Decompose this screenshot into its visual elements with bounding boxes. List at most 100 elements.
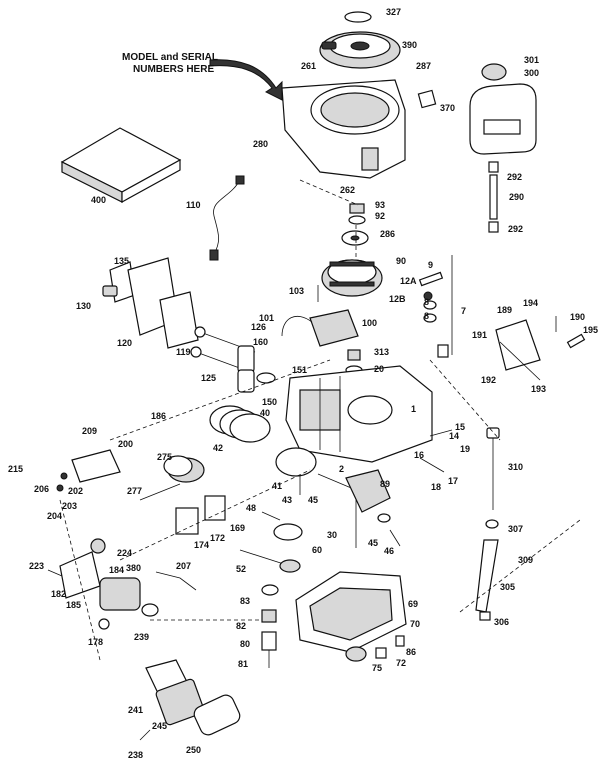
part-label: 83 — [240, 596, 250, 606]
part-label: 223 — [29, 561, 44, 571]
part-label: 151 — [292, 365, 307, 375]
part-label: 130 — [76, 301, 91, 311]
part-label: 292 — [508, 224, 523, 234]
part-label: 125 — [201, 373, 216, 383]
part-label: 42 — [213, 443, 223, 453]
part-label: 8 — [424, 297, 429, 307]
part-label: 93 — [375, 200, 385, 210]
part-label: 17 — [448, 476, 458, 486]
part-label: 194 — [523, 298, 538, 308]
part-label: 193 — [531, 384, 546, 394]
part-label: 150 — [262, 397, 277, 407]
part-label: 172 — [210, 533, 225, 543]
part-label: 307 — [508, 524, 523, 534]
part-label: 301 — [524, 55, 539, 65]
part-label: 135 — [114, 256, 129, 266]
part-label: 16 — [414, 450, 424, 460]
part-label: 100 — [362, 318, 377, 328]
part-label: 400 — [91, 195, 106, 205]
part-label: 46 — [384, 546, 394, 556]
part-label: 120 — [117, 338, 132, 348]
part-label: 200 — [118, 439, 133, 449]
part-label: 189 — [497, 305, 512, 315]
part-label: 45 — [308, 495, 318, 505]
part-label: 195 — [583, 325, 598, 335]
part-label: 204 — [47, 511, 62, 521]
part-label: 103 — [289, 286, 304, 296]
part-label: 203 — [62, 501, 77, 511]
part-label: 160 — [253, 337, 268, 347]
part-label: 215 — [8, 464, 23, 474]
part-label: 190 — [570, 312, 585, 322]
part-label: 184 — [109, 565, 124, 575]
part-label: 92 — [375, 211, 385, 221]
part-label: 250 — [186, 745, 201, 755]
part-label: 292 — [507, 172, 522, 182]
part-label: 15 — [455, 422, 465, 432]
part-label: 280 — [253, 139, 268, 149]
part-label: 277 — [127, 486, 142, 496]
part-label: 306 — [494, 617, 509, 627]
part-label: 380 — [126, 563, 141, 573]
part-label: 185 — [66, 600, 81, 610]
part-label: 90 — [396, 256, 406, 266]
part-label: 174 — [194, 540, 209, 550]
part-label: 327 — [386, 7, 401, 17]
part-label: 52 — [236, 564, 246, 574]
part-label: 262 — [340, 185, 355, 195]
part-label: 224 — [117, 548, 132, 558]
part-label: 86 — [406, 647, 416, 657]
part-label: 313 — [374, 347, 389, 357]
part-label: 206 — [34, 484, 49, 494]
part-label: 192 — [481, 375, 496, 385]
part-label: 287 — [416, 61, 431, 71]
part-label: 18 — [431, 482, 441, 492]
part-label: 300 — [524, 68, 539, 78]
part-label: 30 — [327, 530, 337, 540]
part-label: 45 — [368, 538, 378, 548]
part-label: 1 — [411, 404, 416, 414]
part-label: 169 — [230, 523, 245, 533]
part-label: 9 — [428, 260, 433, 270]
part-label: 126 — [251, 322, 266, 332]
part-label: 48 — [246, 503, 256, 513]
part-label: 60 — [312, 545, 322, 555]
part-label: 370 — [440, 103, 455, 113]
part-label: 41 — [272, 481, 282, 491]
part-label: 119 — [176, 347, 191, 357]
parts-artwork — [47, 11, 586, 741]
callout-line-1: MODEL and SERIAL — [122, 52, 218, 63]
part-label: 182 — [51, 589, 66, 599]
part-label: 261 — [301, 61, 316, 71]
part-label: 238 — [128, 750, 143, 760]
part-label: 239 — [134, 632, 149, 642]
part-label: 12B — [389, 294, 406, 304]
part-label: 202 — [68, 486, 83, 496]
part-label: 14 — [449, 431, 459, 441]
part-label: 241 — [128, 705, 143, 715]
part-label: 275 — [157, 452, 172, 462]
callout-line-2: NUMBERS HERE — [133, 64, 214, 75]
part-label: 43 — [282, 495, 292, 505]
part-label: 19 — [460, 444, 470, 454]
part-label: 305 — [500, 582, 515, 592]
part-label: 2 — [339, 464, 344, 474]
part-label: 110 — [186, 200, 201, 210]
part-label: 12A — [400, 276, 417, 286]
part-label: 186 — [151, 411, 166, 421]
part-label: 310 — [508, 462, 523, 472]
part-label: 82 — [236, 621, 246, 631]
part-label: 245 — [152, 721, 167, 731]
part-label: 81 — [238, 659, 248, 669]
part-label: 290 — [509, 192, 524, 202]
part-label: 8 — [424, 311, 429, 321]
part-label: 7 — [461, 306, 466, 316]
part-label: 178 — [88, 637, 103, 647]
part-labels: 327 390 261 287 301 300 370 280 400 262 … — [8, 7, 598, 760]
part-label: 40 — [260, 408, 270, 418]
part-label: 209 — [82, 426, 97, 436]
part-label: 207 — [176, 561, 191, 571]
part-label: 390 — [402, 40, 417, 50]
part-label: 286 — [380, 229, 395, 239]
